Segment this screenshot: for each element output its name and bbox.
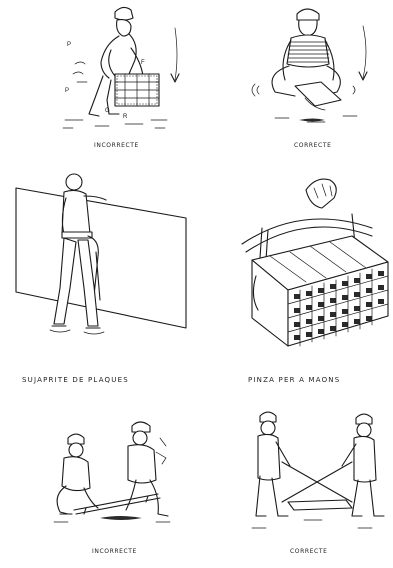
label-g-mark: G [105, 108, 110, 114]
caption-panel-holder: SUJAPRITE DE PLAQUES [22, 376, 129, 384]
label-f-mark: F [141, 60, 145, 66]
caption-correct-lifting: CORRECTE [294, 142, 332, 149]
illustration-panel-holder [6, 168, 196, 364]
caption-incorrect-lifting: INCORRECTE [94, 142, 139, 149]
illustration-brick-clamp [222, 170, 392, 364]
label-p-upper: P [67, 42, 71, 48]
caption-incorrect-carrying: INCORRECTE [92, 548, 137, 555]
illustration-correct-carrying [230, 410, 390, 538]
illustration-incorrect-lifting: P F P G R [45, 2, 195, 140]
label-p-lower: P [65, 88, 69, 94]
caption-brick-clamp: PINZA PER A MAONS [248, 376, 340, 384]
caption-correct-carrying: CORRECTE [290, 548, 328, 555]
illustration-incorrect-carrying [40, 418, 190, 536]
illustration-correct-lifting [245, 2, 385, 140]
label-r-mark: R [123, 114, 127, 120]
